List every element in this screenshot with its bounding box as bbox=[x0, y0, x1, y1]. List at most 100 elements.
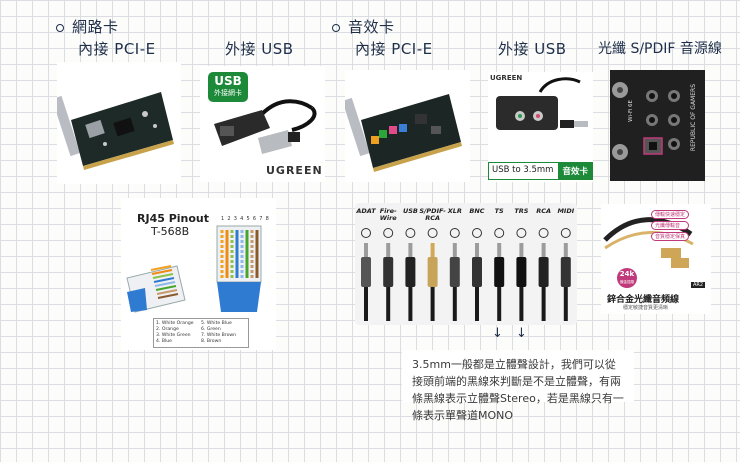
connector-label: MIDI bbox=[557, 207, 574, 215]
connector-label: RCA bbox=[425, 214, 440, 222]
usb-badge-sub: 外接網卡 bbox=[214, 89, 242, 97]
badge-num: 24k bbox=[619, 270, 635, 278]
caption-left: USB to 3.5mm bbox=[492, 165, 554, 175]
legend-item: 2. Orange bbox=[156, 327, 179, 332]
heading-network-card: 網路卡 bbox=[56, 16, 119, 37]
bullet-icon bbox=[56, 23, 64, 32]
connector-tip bbox=[386, 243, 391, 257]
heading-sound-card: 音效卡 bbox=[332, 16, 395, 37]
connector-cable bbox=[563, 287, 568, 321]
connector-tip bbox=[563, 243, 568, 257]
connector-tip bbox=[519, 243, 524, 257]
optical-tag: 音質穩定保真 bbox=[651, 232, 690, 241]
connector-cable bbox=[497, 287, 502, 321]
connector-label: BNC bbox=[469, 207, 484, 215]
usb-sound-card-image: UGREEN USB to 3.5mm 音效卡 bbox=[488, 72, 593, 182]
optical-title: 鋅合金光纖音頻線 bbox=[607, 295, 680, 305]
usb-badge-title: USB bbox=[214, 74, 242, 88]
connector-body bbox=[361, 257, 371, 287]
connector-body bbox=[427, 257, 438, 287]
connector-body bbox=[405, 257, 416, 287]
connector-tip bbox=[430, 243, 435, 257]
connector-face-icon bbox=[405, 228, 416, 238]
legend-item: 5. White Blue bbox=[201, 321, 232, 326]
usb-badge: USB 外接網卡 bbox=[208, 72, 248, 102]
ugreen-brand-sound: UGREEN bbox=[490, 74, 523, 82]
rear-panel-image: Wi-Fi 6E REPUBLIC OF GAMERS bbox=[610, 70, 705, 181]
pcie-sound-card-image bbox=[345, 70, 470, 182]
connector-cable bbox=[475, 287, 479, 321]
connector-body bbox=[472, 257, 482, 287]
connector-cable bbox=[430, 287, 435, 321]
connector-tip bbox=[497, 243, 502, 257]
connector-cable bbox=[452, 287, 457, 321]
connector-face-icon bbox=[560, 228, 571, 238]
label-optical-spdif: 光纖 S/PDIF 音源線 bbox=[598, 41, 722, 57]
connector-body bbox=[383, 257, 394, 287]
badge-sub: 鍍金插頭 bbox=[620, 280, 634, 284]
usb-network-adapter-image: USB 外接網卡 UGREEN bbox=[200, 66, 325, 182]
connector-face-icon bbox=[449, 228, 460, 238]
rj45-subtitle: T-568B bbox=[151, 225, 190, 238]
connector-cable bbox=[519, 287, 524, 321]
connector-face-icon bbox=[538, 228, 549, 238]
connector-cable bbox=[408, 287, 413, 321]
connector-tip bbox=[408, 243, 413, 257]
connector-body bbox=[538, 257, 549, 287]
legend-item: 4. Blue bbox=[156, 339, 173, 344]
stereo-mono-note: 3.5mm一般都是立體聲設計，我們可以從接頭前端的黑線來判斷是不是立體聲，有兩條… bbox=[402, 350, 634, 422]
down-arrow-icon: ↓ bbox=[492, 326, 503, 341]
rj45-pinout-diagram: RJ45 Pinout T-568B 1 2 3 4 5 6 7 8 bbox=[121, 198, 276, 350]
connector-cable bbox=[541, 287, 546, 321]
heading-network-card-text: 網路卡 bbox=[72, 18, 119, 36]
label-internal-pcie-1: 內接 PCI-E bbox=[78, 40, 156, 58]
connector-tip bbox=[475, 243, 479, 257]
caption-right: 音效卡 bbox=[558, 163, 592, 179]
connector-cable bbox=[386, 287, 391, 321]
connector-label: Fire- bbox=[380, 207, 397, 215]
optical-cable-image: 傳輸快速穩定 光纖傳輸音 音質穩定保真 24k 鍍金插頭 AR2 鋅合金光纖音頻… bbox=[601, 204, 711, 314]
label-external-usb-2: 外接 USB bbox=[498, 40, 567, 58]
connector-label: ADAT bbox=[355, 207, 376, 215]
legend-item: 3. White Green bbox=[156, 333, 191, 338]
rog-label: REPUBLIC OF GAMERS bbox=[690, 84, 697, 152]
usb-sound-caption: USB to 3.5mm 音效卡 bbox=[488, 162, 593, 180]
connector-label: TS bbox=[495, 207, 504, 215]
connector-label: USB bbox=[403, 207, 418, 215]
connector-body bbox=[560, 257, 571, 287]
connector-body bbox=[494, 257, 505, 287]
connector-cable bbox=[364, 287, 368, 321]
connector-label: Wire bbox=[380, 214, 398, 222]
legend-item: 8. Brown bbox=[201, 339, 222, 344]
legend-item: 6. Green bbox=[201, 327, 221, 332]
connector-body bbox=[449, 257, 460, 287]
optical-subtitle: 穩定敏捷音質更清晰 bbox=[623, 305, 669, 311]
connector-label: S/PDIF- bbox=[419, 207, 446, 215]
legend-item: 1. White Orange bbox=[156, 321, 194, 326]
heading-sound-card-text: 音效卡 bbox=[348, 18, 395, 36]
connector-face-icon bbox=[361, 228, 371, 238]
rj45-legend: 1. White Orange 5. White Blue 2. Orange … bbox=[153, 318, 249, 348]
rj45-pin-numbers: 1 2 3 4 5 6 7 8 bbox=[221, 216, 270, 222]
connector-label: TRS bbox=[514, 207, 528, 215]
connector-face-icon bbox=[472, 228, 482, 238]
wifi-label: Wi-Fi 6E bbox=[628, 100, 634, 122]
legend-item: 7. White Brown bbox=[201, 333, 237, 338]
connector-label: XLR bbox=[447, 207, 462, 215]
24k-badge: 24k 鍍金插頭 bbox=[617, 268, 637, 288]
connector-face-icon bbox=[494, 228, 505, 238]
rj45-title: RJ45 Pinout bbox=[137, 212, 210, 225]
optical-tag: 光纖傳輸音 bbox=[651, 221, 690, 230]
connector-face-icon bbox=[427, 228, 438, 238]
connector-tip bbox=[364, 243, 368, 257]
pcie-network-card-image bbox=[57, 62, 181, 184]
label-internal-pcie-2: 內接 PCI-E bbox=[355, 40, 433, 58]
connector-label: RCA bbox=[536, 207, 551, 215]
connector-tip bbox=[452, 243, 457, 257]
optical-tag: 傳輸快速穩定 bbox=[651, 210, 690, 219]
down-arrow-icon: ↓ bbox=[516, 326, 527, 341]
label-external-usb-1: 外接 USB bbox=[225, 40, 294, 58]
optical-tags: 傳輸快速穩定 光纖傳輸音 音質穩定保真 bbox=[651, 210, 690, 241]
